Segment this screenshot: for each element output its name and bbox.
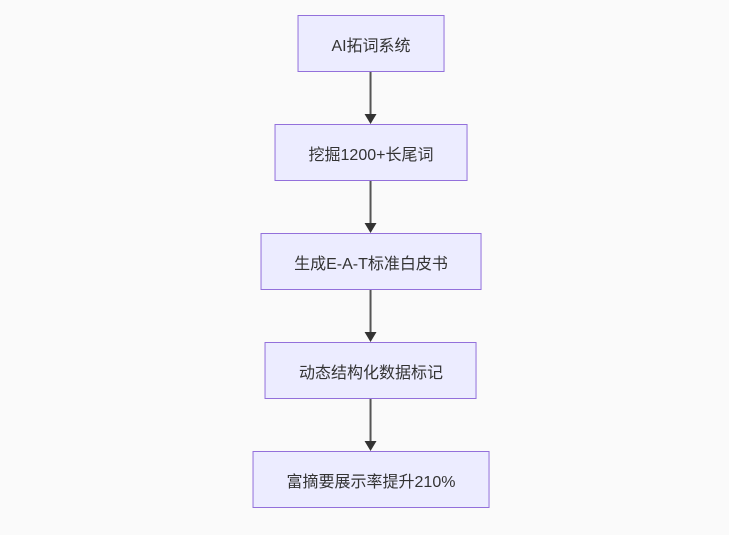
flow-arrow xyxy=(365,290,377,342)
flowchart: AI拓词系统 挖掘1200+长尾词 生成E-A-T标准白皮书 动态结构化数据标记 xyxy=(252,15,490,508)
arrow-line xyxy=(370,399,372,441)
flow-arrow xyxy=(365,72,377,124)
flow-node-ai-keyword-system: AI拓词系统 xyxy=(297,15,445,72)
flow-node-longtail-mining: 挖掘1200+长尾词 xyxy=(274,124,468,181)
flow-arrow xyxy=(365,399,377,451)
flow-node-eat-whitepaper: 生成E-A-T标准白皮书 xyxy=(260,233,482,290)
node-label: 富摘要展示率提升210% xyxy=(286,473,456,491)
arrowhead-down-icon xyxy=(365,441,377,451)
node-label: 生成E-A-T标准白皮书 xyxy=(294,255,448,273)
arrow-line xyxy=(370,72,372,114)
node-label: AI拓词系统 xyxy=(331,37,411,55)
flow-node-structured-data: 动态结构化数据标记 xyxy=(264,342,477,399)
flow-arrow xyxy=(365,181,377,233)
arrow-line xyxy=(370,181,372,223)
arrowhead-down-icon xyxy=(365,223,377,233)
node-label: 动态结构化数据标记 xyxy=(298,364,443,382)
arrowhead-down-icon xyxy=(365,114,377,124)
arrow-line xyxy=(370,290,372,332)
flow-node-rich-snippet-result: 富摘要展示率提升210% xyxy=(252,451,490,508)
node-label: 挖掘1200+长尾词 xyxy=(308,146,434,164)
arrowhead-down-icon xyxy=(365,332,377,342)
